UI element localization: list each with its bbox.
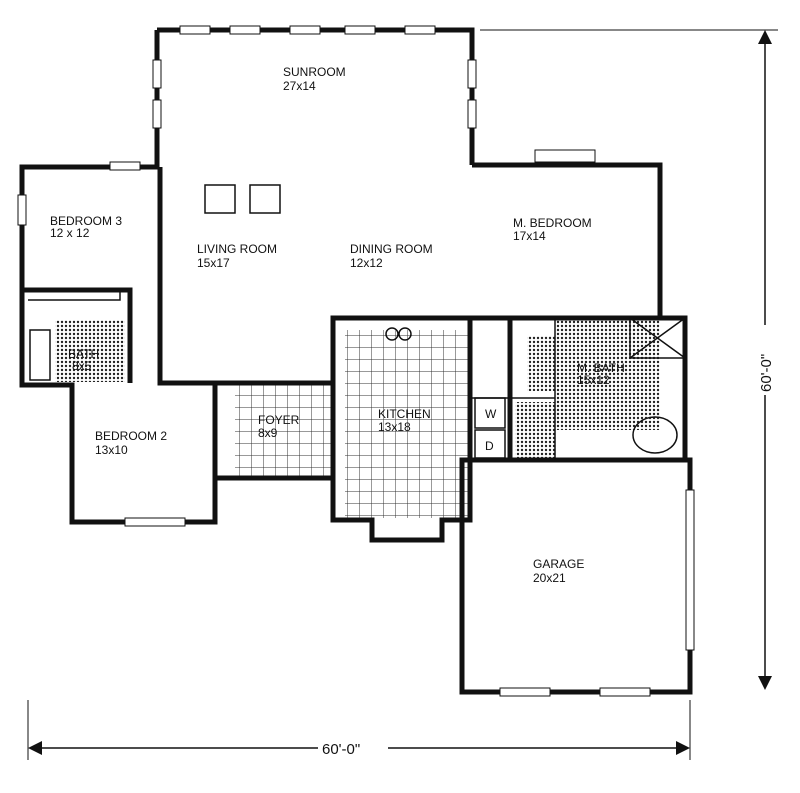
kitchen-size: 13x18 xyxy=(378,420,411,434)
bedroom3-size: 12 x 12 xyxy=(50,226,90,240)
bedroom3-label: BEDROOM 3 xyxy=(50,214,122,228)
width-dimension: 60'-0" xyxy=(27,700,691,760)
depth-dimension: 60'-0" xyxy=(480,29,778,690)
bath-label: BATH xyxy=(68,347,99,361)
master-bath-label: M. BATH xyxy=(577,361,625,375)
bath-floor xyxy=(55,320,125,382)
width-label: 60'-0" xyxy=(322,741,360,758)
closet-floor xyxy=(515,402,555,458)
foyer-size: 8x9 xyxy=(258,426,278,440)
dining-room-size: 12x12 xyxy=(350,256,383,270)
dryer-label: D xyxy=(485,439,494,453)
bedroom2-label: BEDROOM 2 xyxy=(95,429,167,443)
living-room-size: 15x17 xyxy=(197,256,230,270)
windows xyxy=(17,25,695,697)
washer-label: W xyxy=(485,407,497,421)
dining-room-label: DINING ROOM xyxy=(350,242,433,256)
kitchen-label: KITCHEN xyxy=(378,407,431,421)
garage-size: 20x21 xyxy=(533,571,566,585)
garage-label: GARAGE xyxy=(533,557,584,571)
depth-label: 60'-0" xyxy=(758,354,775,392)
bedroom2-size: 13x10 xyxy=(95,443,128,457)
master-bath-size: 15x12 xyxy=(577,373,610,387)
bath-size: 8x5 xyxy=(72,359,92,373)
master-bedroom-size: 17x14 xyxy=(513,229,546,243)
sunroom-size: 27x14 xyxy=(283,79,316,93)
master-bedroom-label: M. BEDROOM xyxy=(513,216,592,230)
sunroom-label: SUNROOM xyxy=(283,65,346,79)
foyer-label: FOYER xyxy=(258,413,300,427)
living-room-label: LIVING ROOM xyxy=(197,242,277,256)
kitchen-tile xyxy=(345,330,470,518)
foyer-tile xyxy=(235,385,333,477)
master-closet-floor xyxy=(527,336,580,391)
